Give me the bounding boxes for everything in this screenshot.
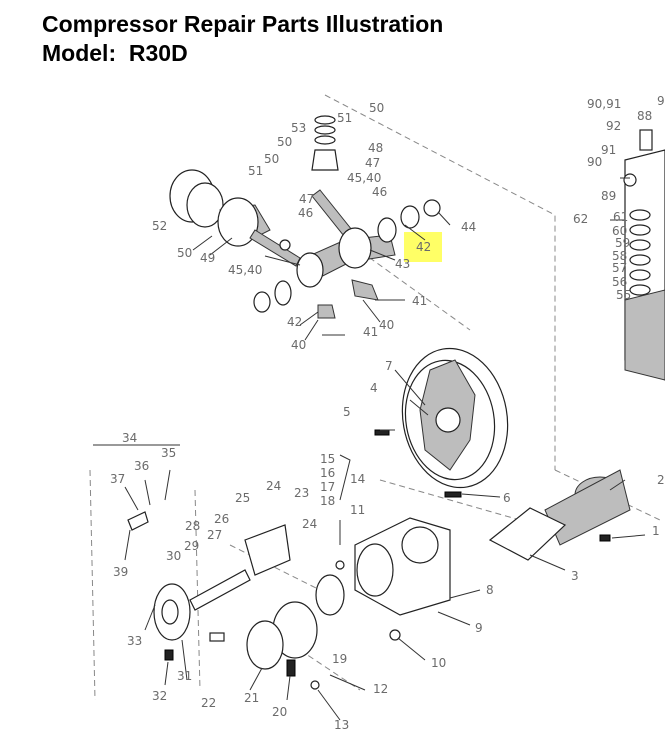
callout: 4 — [370, 381, 378, 395]
callout: 49 — [200, 251, 215, 265]
callout-labels: 50 51 53 50 48 47 45,40 46 50 51 47 46 5… — [110, 94, 665, 732]
title-line: Compressor Repair Parts Illustration — [42, 11, 444, 37]
callout: 47 — [299, 192, 314, 206]
flywheel — [401, 347, 509, 489]
model-line: Model: R30D — [42, 40, 188, 66]
callout: 62 — [573, 212, 588, 226]
callout: 59 — [615, 236, 630, 250]
callout: 53 — [291, 121, 306, 135]
callout: 92 — [606, 119, 621, 133]
callout: 33 — [127, 634, 142, 648]
highlight-box — [404, 232, 442, 262]
callout: 22 — [201, 696, 216, 710]
callout: 36 — [134, 459, 149, 473]
callout: 40 — [379, 318, 394, 332]
callout: 45,40 — [347, 171, 381, 185]
callout: 89 — [601, 189, 616, 203]
callout: 30 — [166, 549, 181, 563]
crankshaft — [253, 199, 441, 319]
callout: 16 — [320, 466, 335, 480]
callout: 42 — [287, 315, 302, 329]
cylinder — [488, 469, 631, 561]
callout: 52 — [152, 219, 167, 233]
crankcase — [246, 517, 451, 670]
callout: 9 — [475, 621, 483, 635]
callout: 45,40 — [228, 263, 262, 277]
callout: 27 — [207, 528, 222, 542]
callout: 46 — [298, 206, 313, 220]
callout: 18 — [320, 494, 335, 508]
piston-assembly — [169, 115, 361, 267]
callout: 58 — [612, 249, 627, 263]
callout: 10 — [431, 656, 446, 670]
callout: 90 — [587, 155, 602, 169]
callout: 50 — [177, 246, 192, 260]
page-title: Compressor Repair Parts Illustration Mod… — [42, 10, 443, 68]
callout: 17 — [320, 480, 335, 494]
callout: 41 — [412, 294, 427, 308]
callout: 21 — [244, 691, 259, 705]
callout: 48 — [368, 141, 383, 155]
callout: 39 — [113, 565, 128, 579]
callout: 2 — [657, 473, 665, 487]
callout: 50 — [277, 135, 292, 149]
callout: 32 — [152, 689, 167, 703]
callout: 13 — [334, 718, 349, 732]
callout: 25 — [235, 491, 250, 505]
callout: 56 — [612, 275, 627, 289]
head-assembly — [623, 129, 665, 381]
callout: 1 — [652, 524, 660, 538]
callout: 91 — [601, 143, 616, 157]
callout: 12 — [373, 682, 388, 696]
callout: 50 — [369, 101, 384, 115]
callout: 19 — [332, 652, 347, 666]
callout: 88 — [637, 109, 652, 123]
callout: 8 — [486, 583, 494, 597]
callout: 41 — [363, 325, 378, 339]
callout: 29 — [184, 539, 199, 553]
callout: 51 — [337, 111, 352, 125]
callout: 14 — [350, 472, 365, 486]
bearing-housing — [127, 511, 291, 641]
callout: 57 — [612, 261, 627, 275]
callout: 3 — [571, 569, 579, 583]
callout: 40 — [291, 338, 306, 352]
callout: 46 — [372, 185, 387, 199]
callout: 26 — [214, 512, 229, 526]
callout: 11 — [350, 503, 365, 517]
callout: 23 — [294, 486, 309, 500]
callout: 55 — [616, 288, 631, 302]
callout: 34 — [122, 431, 137, 445]
callout: 44 — [461, 220, 476, 234]
callout: 20 — [272, 705, 287, 719]
callout: 90,91 — [587, 97, 621, 111]
callout: 43 — [395, 257, 410, 271]
callout: 9 — [657, 94, 665, 108]
callout: 50 — [264, 152, 279, 166]
leader-lines — [93, 177, 646, 721]
callout: 60 — [612, 224, 627, 238]
callout: 5 — [343, 405, 351, 419]
callout: 35 — [161, 446, 176, 460]
callout: 24 — [266, 479, 281, 493]
callout: 47 — [365, 156, 380, 170]
callout: 24 — [302, 517, 317, 531]
callout: 61 — [613, 210, 628, 224]
callout: 51 — [248, 164, 263, 178]
callout: 28 — [185, 519, 200, 533]
hardware — [164, 429, 611, 690]
highlight-label: 42 — [416, 240, 431, 254]
callout: 15 — [320, 452, 335, 466]
callout: 37 — [110, 472, 125, 486]
callout: 31 — [177, 669, 192, 683]
callout: 7 — [385, 359, 393, 373]
callout: 6 — [503, 491, 511, 505]
